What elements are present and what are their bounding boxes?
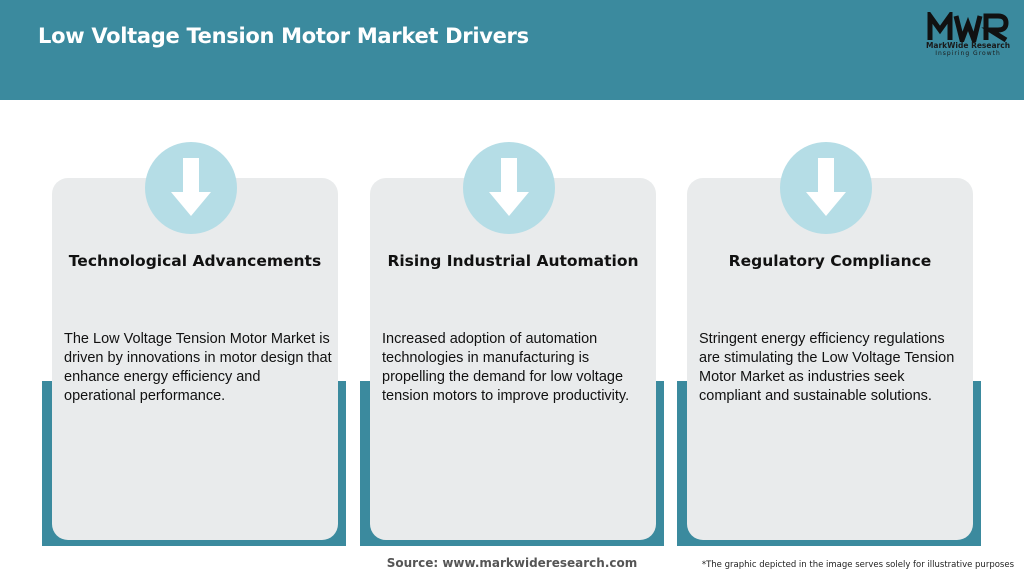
brand-logo: MarkWide Research Inspiring Growth: [918, 12, 1018, 72]
driver-card-1: Technological Advancements The Low Volta…: [42, 142, 348, 548]
driver-card-2: Rising Industrial Automation Increased a…: [360, 142, 666, 548]
down-arrow-icon: [145, 142, 237, 234]
page-title: Low Voltage Tension Motor Market Drivers: [38, 24, 529, 48]
card-description: Increased adoption of automation technol…: [382, 331, 630, 404]
card-description: The Low Voltage Tension Motor Market is …: [64, 331, 332, 404]
down-arrow-icon: [463, 142, 555, 234]
card-title: Technological Advancements: [68, 252, 322, 270]
source-link[interactable]: Source: www.markwideresearch.com: [386, 556, 638, 570]
driver-card-3: Regulatory Compliance Stringent energy e…: [677, 142, 983, 548]
logo-tagline: Inspiring Growth: [935, 50, 1001, 57]
card-panel: Rising Industrial Automation Increased a…: [370, 142, 656, 540]
card-description: Stringent energy efficiency regulations …: [699, 331, 955, 404]
down-arrow-icon: [780, 142, 872, 234]
disclaimer-note: *The graphic depicted in the image serve…: [701, 560, 1014, 570]
card-panel: Technological Advancements The Low Volta…: [52, 142, 338, 540]
card-title: Regulatory Compliance: [728, 252, 932, 270]
logo-name: MarkWide Research: [925, 41, 1011, 50]
card-title: Rising Industrial Automation: [387, 252, 639, 270]
header-banner: Low Voltage Tension Motor Market Drivers…: [0, 0, 1024, 100]
mwr-logo-icon: [927, 12, 1009, 42]
card-panel: Regulatory Compliance Stringent energy e…: [687, 142, 973, 540]
